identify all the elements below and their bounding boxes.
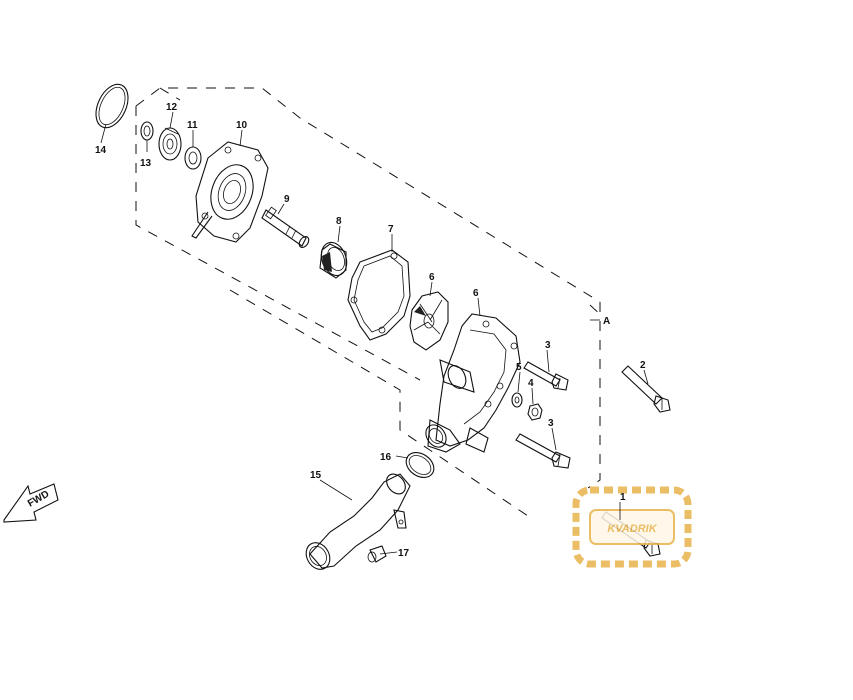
forward-direction-arrow: FWD [3, 483, 59, 523]
part-12-washer[interactable] [184, 146, 202, 170]
label-part-3-lower: 3 [548, 418, 554, 429]
logo-text: KVADRIK [607, 523, 657, 535]
part-8-gasket[interactable] [347, 249, 411, 341]
label-part-1: 1 [620, 492, 626, 503]
kvadrik-logo: KVADRIK [572, 486, 692, 568]
label-part-4: 4 [528, 378, 534, 389]
part-3-bolt-lower[interactable] [515, 433, 571, 469]
part-13-bearing[interactable] [158, 127, 182, 161]
part-3-bolt-upper[interactable] [523, 361, 569, 391]
part-16-hose-pipe[interactable] [301, 470, 411, 573]
part-18-plug[interactable] [367, 545, 387, 563]
label-part-11: 10 [236, 120, 248, 131]
part-5-washer[interactable] [511, 392, 523, 408]
label-part-5: 5 [516, 362, 522, 373]
part-9-mechanical-seal[interactable] [317, 239, 351, 279]
label-part-15: 14 [95, 145, 107, 156]
label-part-9: 8 [336, 216, 342, 227]
label-part-10: 9 [284, 194, 290, 205]
reference-mark-a: A [603, 316, 610, 327]
part-7-impeller[interactable] [409, 291, 449, 351]
label-part-12: 11 [187, 120, 198, 131]
part-4-nut[interactable] [527, 403, 543, 421]
label-part-14: 13 [140, 158, 152, 169]
label-part-2: 2 [640, 360, 646, 371]
part-6-pump-housing[interactable] [422, 313, 521, 453]
label-part-8: 7 [388, 224, 394, 235]
label-part-6: 6 [473, 288, 479, 299]
label-part-7: 6 [429, 272, 435, 283]
label-part-16: 15 [310, 470, 322, 481]
part-2-long-bolt[interactable] [621, 365, 671, 413]
callouts: 14 13 12 11 10 9 8 7 6 6 3 5 4 3 2 1 16 … [95, 102, 649, 559]
label-part-17: 16 [380, 452, 392, 463]
label-part-3-upper: 3 [545, 340, 551, 351]
label-part-13: 12 [166, 102, 178, 113]
assembly-outline [135, 87, 605, 517]
part-15-o-ring[interactable] [90, 79, 135, 133]
part-14-seal[interactable] [140, 121, 154, 141]
label-part-18: 17 [398, 548, 410, 559]
part-10-shaft[interactable] [261, 206, 311, 249]
part-11-pump-cover[interactable] [191, 141, 269, 243]
part-17-o-ring[interactable] [401, 447, 438, 482]
